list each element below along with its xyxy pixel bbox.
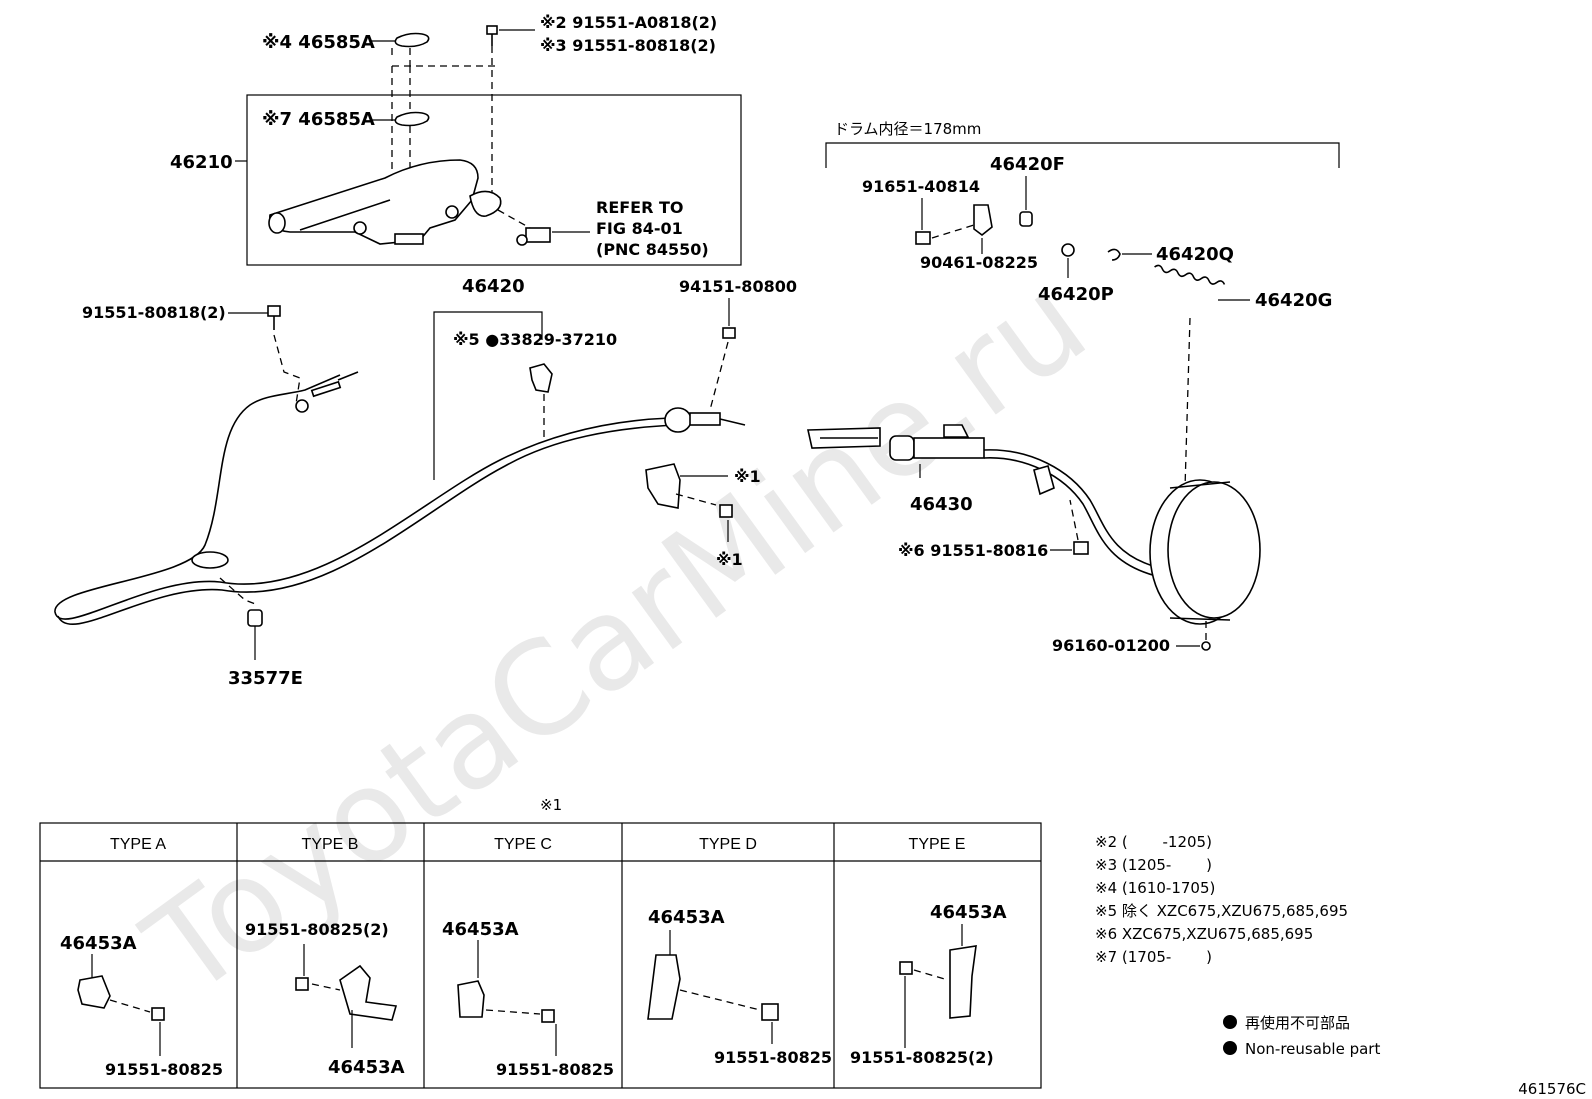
type-b-bracket (339, 964, 398, 1021)
type-a-bolt-label[interactable]: 91551-80825 (105, 1060, 223, 1079)
cable-end-right (664, 407, 746, 433)
label-91551-80816[interactable]: ※6 91551-80816 (898, 541, 1048, 560)
spring-46420G (1154, 264, 1226, 285)
type-d-bolt-label[interactable]: 91551-80825 (714, 1048, 832, 1067)
bolt-91651-40814 (915, 231, 931, 245)
bolt-91551-80816 (1073, 541, 1089, 555)
note-4[interactable]: ※4 (1610-1705) (1095, 879, 1215, 897)
mark-1-b[interactable]: ※1 (716, 550, 743, 569)
cable-end-left (295, 371, 359, 413)
cable-46430 (983, 449, 1161, 569)
type-c-header[interactable]: TYPE C (494, 836, 552, 853)
drum-bracket-line (825, 142, 1340, 168)
part-96160-01200 (1201, 641, 1211, 651)
type-e-bolt (899, 961, 913, 975)
table-mark[interactable]: ※1 (540, 796, 562, 814)
label-91551-A0818[interactable]: ※2 91551-A0818(2) (540, 13, 717, 32)
bolt-91551-80818 (267, 305, 281, 330)
part-46420Q (1107, 248, 1121, 261)
bracket-type-ref (645, 463, 681, 509)
label-90461-08225[interactable]: 90461-08225 (920, 253, 1038, 272)
type-c-bolt-label[interactable]: 91551-80825 (496, 1060, 614, 1079)
type-c-bracket (457, 980, 485, 1018)
type-c-part[interactable]: 46453A (442, 919, 519, 940)
type-e-bracket (949, 945, 977, 1019)
type-e-bolt-label[interactable]: 91551-80825(2) (850, 1048, 994, 1067)
label-46420P[interactable]: 46420P (1038, 284, 1114, 305)
non-reusable-dot-icon (1223, 1015, 1237, 1029)
part-46420P (1061, 243, 1075, 257)
clamp-33577E (247, 609, 263, 627)
legend-jp[interactable]: 再使用不可部品 (1245, 1014, 1350, 1032)
label-91551-80818-2[interactable]: 91551-80818(2) (82, 303, 226, 322)
label-46420F[interactable]: 46420F (990, 154, 1065, 175)
refer-line-1[interactable]: REFER TO (596, 198, 684, 217)
bolt-91551-A0818 (486, 25, 498, 46)
type-e-part[interactable]: 46453A (930, 902, 1007, 923)
cable-clip (469, 190, 502, 217)
label-94151-80800[interactable]: 94151-80800 (679, 277, 797, 296)
label-91651-40814[interactable]: 91651-40814 (862, 177, 980, 196)
figure-id[interactable]: 461576C (1518, 1080, 1586, 1098)
type-b-bolt (295, 977, 309, 991)
cable-46420 (54, 374, 671, 620)
label-46420Q[interactable]: 46420Q (1156, 244, 1234, 265)
brake-drum (1149, 479, 1261, 625)
cap-46585A-top (394, 32, 430, 48)
label-46210[interactable]: 46210 (170, 152, 233, 173)
type-d-part[interactable]: 46453A (648, 907, 725, 928)
type-a-header[interactable]: TYPE A (110, 836, 166, 853)
parking-brake-lever-46210 (268, 159, 479, 245)
note-6[interactable]: ※6 XZC675,XZU675,685,695 (1095, 925, 1313, 943)
mark-1-a[interactable]: ※1 (734, 467, 761, 486)
note-2[interactable]: ※2 ( -1205) (1095, 833, 1212, 851)
refer-line-3[interactable]: (PNC 84550) (596, 240, 709, 259)
bolt-bracket (719, 504, 733, 518)
type-c-bolt (541, 1009, 555, 1023)
type-a-bolt (151, 1007, 165, 1021)
type-b-part[interactable]: 46453A (328, 1057, 405, 1078)
clip-90461-08225 (973, 204, 993, 237)
type-d-bracket (647, 954, 681, 1020)
type-d-header[interactable]: TYPE D (699, 836, 757, 853)
cap-46585A-inner (394, 111, 430, 127)
label-46585A-top[interactable]: ※4 46585A (262, 32, 375, 53)
cable-46430-end (807, 424, 985, 461)
clip-33829-37210 (529, 363, 553, 393)
label-96160-01200[interactable]: 96160-01200 (1052, 636, 1170, 655)
type-a-part[interactable]: 46453A (60, 933, 137, 954)
brake-switch (516, 227, 551, 246)
label-91551-80818-3[interactable]: ※3 91551-80818(2) (540, 36, 716, 55)
label-46585A-inner[interactable]: ※7 46585A (262, 109, 375, 130)
grommet-on-cable (191, 551, 229, 569)
type-d-bolt (761, 1003, 779, 1021)
label-33577E[interactable]: 33577E (228, 668, 303, 689)
cable-46430-bracket (1033, 465, 1055, 496)
lever-assembly-box (246, 94, 742, 266)
nut-94151-80800 (722, 327, 736, 339)
label-46420G[interactable]: 46420G (1255, 290, 1332, 311)
label-33829[interactable]: ※5 ●33829-37210 (453, 330, 617, 349)
refer-line-2[interactable]: FIG 84-01 (596, 219, 683, 238)
non-reusable-dot-icon-2 (1223, 1041, 1237, 1055)
part-46420F (1019, 211, 1033, 227)
type-b-bolt-label[interactable]: 91551-80825(2) (245, 920, 389, 939)
label-46420[interactable]: 46420 (462, 276, 525, 297)
note-7[interactable]: ※7 (1705- ) (1095, 948, 1212, 966)
label-46430[interactable]: 46430 (910, 494, 973, 515)
legend-en[interactable]: Non-reusable part (1245, 1040, 1380, 1058)
type-b-header[interactable]: TYPE B (302, 836, 359, 853)
drum-note[interactable]: ドラム内径＝178mm (834, 120, 981, 138)
note-3[interactable]: ※3 (1205- ) (1095, 856, 1212, 874)
note-5[interactable]: ※5 除く XZC675,XZU675,685,695 (1095, 902, 1348, 920)
types-table (39, 822, 1042, 1089)
type-e-header[interactable]: TYPE E (909, 836, 966, 853)
type-a-bracket (77, 975, 111, 1009)
